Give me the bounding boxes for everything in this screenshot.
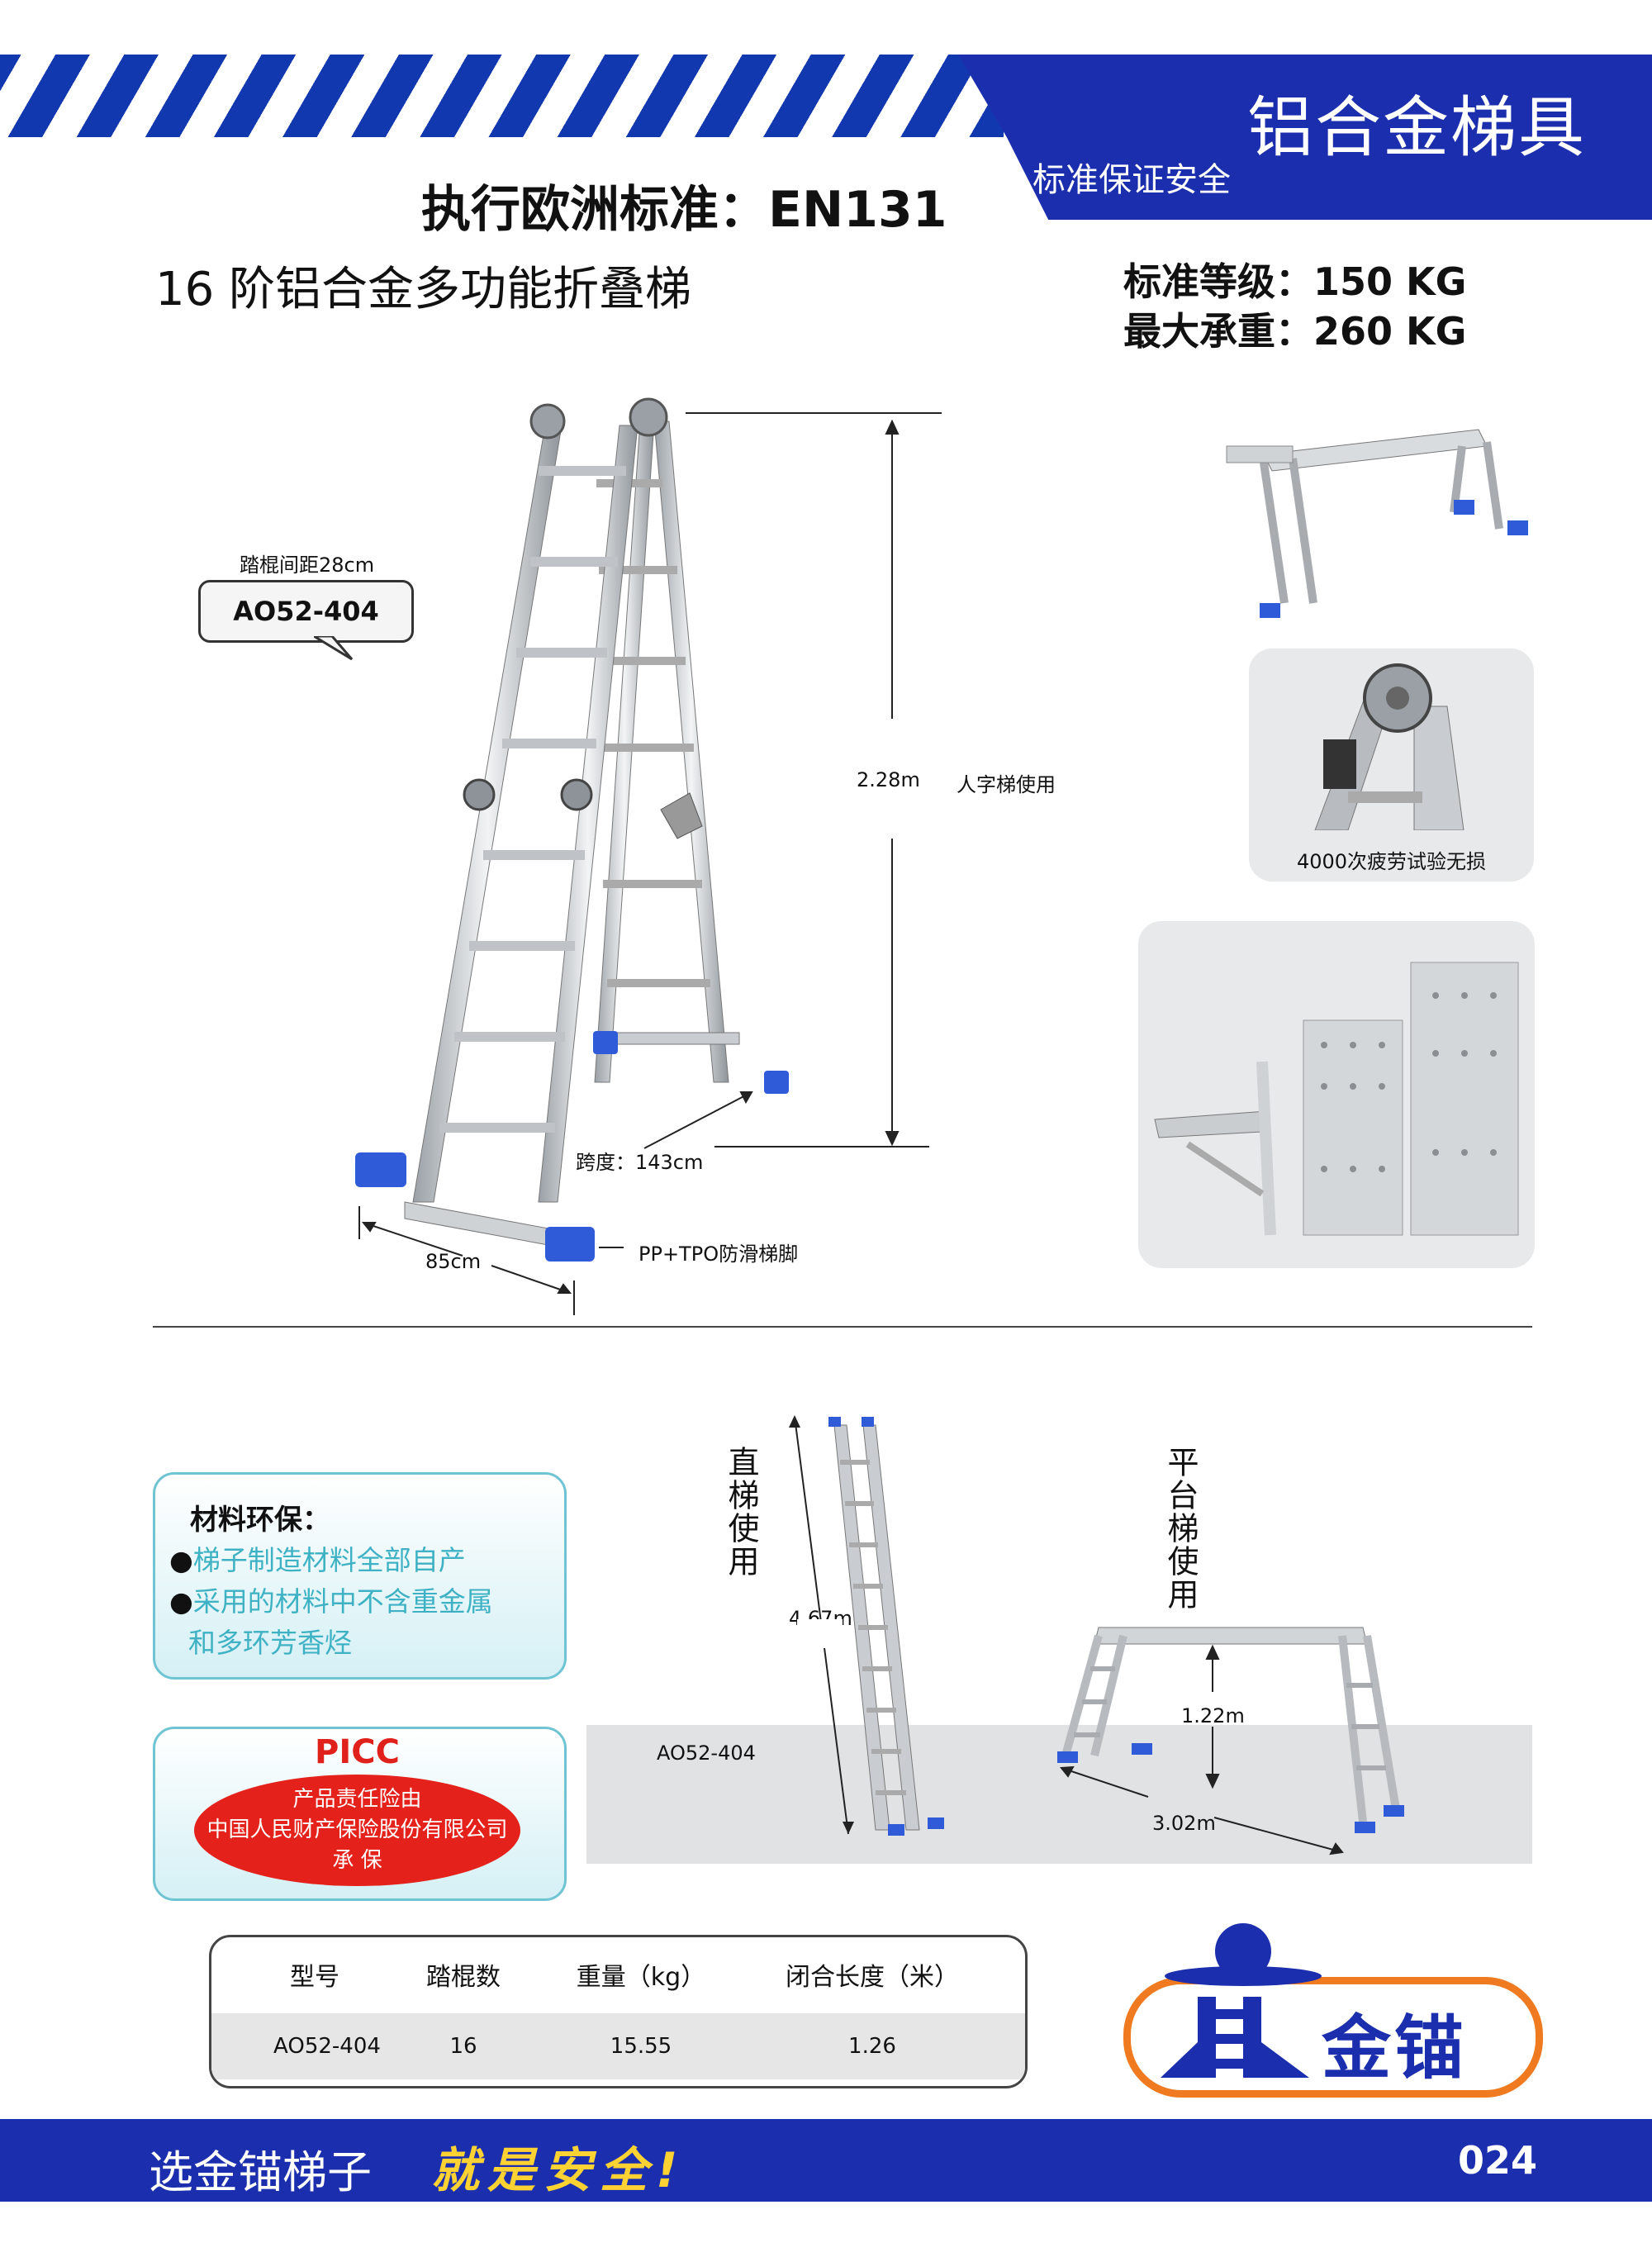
page-number: 024 bbox=[1458, 2138, 1538, 2183]
ladder-front-section bbox=[355, 397, 668, 1262]
picc-line-3: 承 保 bbox=[332, 1848, 382, 1873]
ladder-back-section bbox=[591, 421, 789, 1094]
a-frame-ladder-illustration bbox=[355, 397, 942, 1315]
usage-a-frame: 人字梯使用 bbox=[957, 773, 1056, 796]
environment-title: 材料环保： bbox=[190, 1504, 330, 1537]
picc-insurance-oval: 产品责任险由 中国人民财产保险股份有限公司 承 保 bbox=[194, 1775, 520, 1886]
table-header-row: 型号 踏棍数 重量（kg） 闭合长度（米） bbox=[211, 1941, 1025, 2008]
straight-ladder-illustration bbox=[789, 1415, 944, 1836]
feet-label: PP+TPO防滑梯脚 bbox=[638, 1243, 799, 1266]
table-header-length: 闭合长度（米） bbox=[786, 1963, 959, 1992]
usage-model: AO52-404 bbox=[657, 1741, 756, 1765]
table-cell-model: AO52-404 bbox=[273, 2034, 381, 2059]
table-cell-steps: 16 bbox=[449, 2034, 477, 2059]
product-title: 16 阶铝合金多功能折叠梯 bbox=[155, 263, 692, 316]
platform-length: 3.02m bbox=[1152, 1812, 1216, 1835]
environment-box bbox=[153, 1472, 567, 1680]
footer-slogan-part1: 选金锚梯子 bbox=[149, 2146, 372, 2198]
table-header-model: 型号 bbox=[290, 1963, 339, 1992]
section-divider bbox=[153, 1326, 1532, 1328]
width-dimension bbox=[358, 1206, 624, 1315]
footer-slogan-part2: 就是安全! bbox=[431, 2142, 686, 2198]
width-value: 85cm bbox=[425, 1250, 482, 1273]
picc-line-2: 中国人民财产保险股份有限公司 bbox=[206, 1817, 508, 1842]
height-value: 2.28m bbox=[857, 768, 920, 791]
fatigue-caption: 4000次疲劳试验无损 bbox=[1296, 850, 1487, 873]
table-cell-length: 1.26 bbox=[848, 2034, 896, 2059]
hinge-photo bbox=[1314, 663, 1464, 831]
hinge-photo-box: 4000次疲劳试验无损 bbox=[1249, 649, 1534, 881]
platform-ladder-illustration bbox=[1057, 1627, 1404, 1855]
straight-ladder-label: 直梯使用 bbox=[723, 1446, 759, 1578]
span-dimension bbox=[643, 1091, 753, 1149]
table-cell-weight: 15.55 bbox=[610, 2034, 672, 2059]
model-label: AO52-404 bbox=[233, 596, 379, 627]
picc-line-1: 产品责任险由 bbox=[292, 1787, 422, 1812]
table-row: AO52-404 16 15.55 1.26 bbox=[211, 2013, 1025, 2079]
spec-max-load: 最大承重：260 KG bbox=[1123, 309, 1467, 354]
brand-title: 铝合金梯具 bbox=[1247, 89, 1586, 166]
picc-title: PICC bbox=[315, 1733, 400, 1771]
anchor-man-logo-icon bbox=[1161, 1923, 1322, 2078]
environment-line-1: ●梯子制造材料全部自产 bbox=[169, 1544, 466, 1576]
bubble-tail bbox=[314, 636, 354, 661]
header-stripes bbox=[0, 55, 1004, 137]
table-header-steps: 踏棍数 bbox=[426, 1963, 501, 1992]
brand-subtitle: 标准保证安全 bbox=[1032, 161, 1231, 199]
footer-bar bbox=[0, 2119, 1652, 2202]
platform-ladder-label: 平台梯使用 bbox=[1162, 1446, 1199, 1611]
environment-line-3: 和多环芳香烃 bbox=[188, 1627, 352, 1659]
logo-text: 金锚 bbox=[1322, 2008, 1468, 2088]
usage-band bbox=[586, 1725, 1532, 1864]
table-header-weight: 重量（kg） bbox=[576, 1963, 706, 1992]
spec-grade: 标准等级：150 KG bbox=[1123, 259, 1467, 304]
height-dimension bbox=[686, 412, 942, 1148]
header-banner bbox=[958, 55, 1652, 220]
platform-height: 1.22m bbox=[1181, 1704, 1245, 1727]
spec-table: 型号 踏棍数 重量（kg） 闭合长度（米） AO52-404 16 15.55 … bbox=[209, 1935, 1028, 2088]
span-value: 跨度：143cm bbox=[576, 1151, 704, 1174]
standard-line: 执行欧洲标准：EN131 bbox=[421, 181, 947, 239]
step-spacing-label: 踏棍间距28cm bbox=[240, 554, 375, 577]
platform-boards-photo bbox=[1138, 921, 1535, 1268]
model-bubble: AO52-404 bbox=[198, 580, 414, 643]
environment-line-2: ●采用的材料中不含重金属 bbox=[169, 1585, 493, 1618]
platform-mode-photo bbox=[1226, 429, 1528, 618]
